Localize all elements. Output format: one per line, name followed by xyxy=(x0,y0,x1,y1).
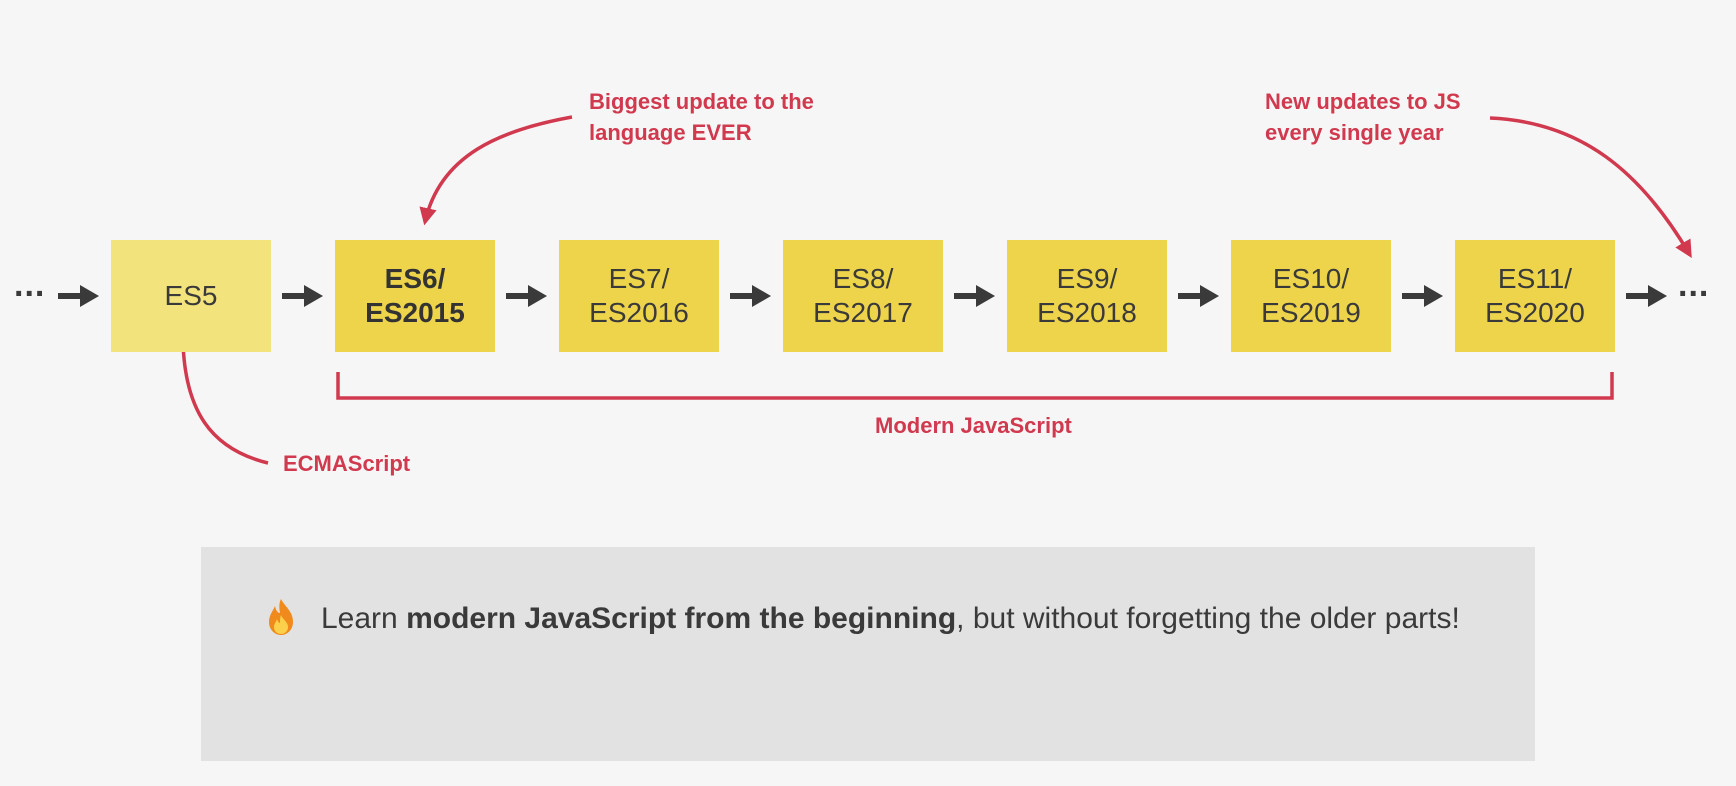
flow-arrow xyxy=(730,285,771,307)
flow-arrow-group xyxy=(58,285,1667,307)
modern-js-bracket xyxy=(336,372,1614,400)
version-box-es10: ES10/ ES2019 xyxy=(1231,240,1391,352)
flow-arrow xyxy=(954,285,995,307)
version-box-es6: ES6/ ES2015 xyxy=(335,240,495,352)
flow-arrow xyxy=(58,285,99,307)
version-box-es11: ES11/ ES2020 xyxy=(1455,240,1615,352)
flow-arrow xyxy=(1178,285,1219,307)
callout-text-end: , but without forgetting the older parts… xyxy=(956,602,1460,635)
version-year: ES2019 xyxy=(1261,297,1361,328)
annotation-line: New updates to JS xyxy=(1265,89,1461,114)
version-year: ES2020 xyxy=(1485,297,1585,328)
fire-icon xyxy=(269,599,293,635)
version-label: ES9/ xyxy=(1056,263,1118,294)
version-label: ES10/ xyxy=(1272,263,1350,294)
version-year: ES2015 xyxy=(365,297,465,328)
yearly-updates-annotation: New updates to JS every single year xyxy=(1265,86,1461,148)
annotation-line: Biggest update to the xyxy=(589,89,814,114)
version-box-es7: ES7/ ES2016 xyxy=(559,240,719,352)
leading-ellipsis: ... xyxy=(14,266,46,304)
annotation-line: every single year xyxy=(1265,120,1444,145)
yearly-updates-arrow xyxy=(1489,116,1692,259)
callout-box: Learn modern JavaScript from the beginni… xyxy=(201,547,1535,761)
version-label: ES8/ xyxy=(832,263,894,294)
flow-arrow xyxy=(1626,285,1667,307)
version-year: ES2016 xyxy=(589,297,689,328)
version-label: ES11/ xyxy=(1497,263,1573,294)
callout-text: Learn modern JavaScript from the beginni… xyxy=(321,599,1460,639)
version-box-es9: ES9/ ES2018 xyxy=(1007,240,1167,352)
version-box-es5: ES5 xyxy=(111,240,271,352)
biggest-update-annotation: Biggest update to the language EVER xyxy=(589,86,814,148)
flow-arrow xyxy=(1402,285,1443,307)
version-box-es8: ES8/ ES2017 xyxy=(783,240,943,352)
version-label: ES6/ xyxy=(384,263,446,294)
biggest-update-arrow xyxy=(419,115,573,226)
callout-text-emphasis: modern JavaScript from the beginning xyxy=(406,602,957,635)
modern-js-label: Modern JavaScript xyxy=(875,413,1072,438)
trailing-ellipsis: ... xyxy=(1678,266,1710,304)
annotation-line: language EVER xyxy=(589,120,752,145)
flow-arrow xyxy=(506,285,547,307)
version-year: ES2017 xyxy=(813,297,913,328)
flow-arrow xyxy=(282,285,323,307)
ecmascript-arrow xyxy=(173,318,269,465)
version-year: ES2018 xyxy=(1037,297,1137,328)
ecmascript-annotation: ECMAScript xyxy=(283,451,411,476)
version-label: ES7/ xyxy=(608,263,670,294)
version-label: ES5 xyxy=(164,280,218,311)
callout-text-start: Learn xyxy=(321,602,407,635)
